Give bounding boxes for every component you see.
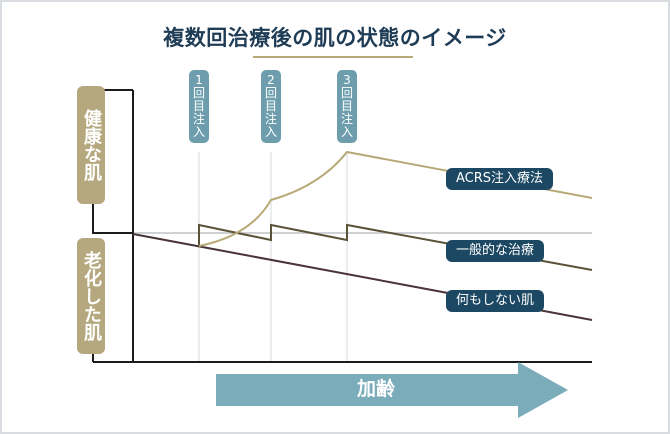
line-general-treatment xyxy=(198,223,593,271)
legend-acrs: ACRS注入療法 xyxy=(446,168,554,190)
aging-arrow xyxy=(216,362,568,418)
injection-marker-3: 3 回 目 注 入 xyxy=(337,70,357,143)
title-underline xyxy=(253,56,413,58)
label-aged-skin: 老化した肌 xyxy=(77,238,105,354)
legend-no-treatment: 何もしない肌 xyxy=(446,290,545,312)
label-healthy-skin: 健康な肌 xyxy=(77,86,105,204)
y-bracket-mid xyxy=(92,203,133,234)
injection-marker-2: 2 回 目 注 入 xyxy=(261,70,281,143)
aging-label: 加齢 xyxy=(356,378,395,400)
line-acrs-treatment xyxy=(198,150,593,247)
injection-marker-1: 1 回 目 注 入 xyxy=(189,70,209,143)
legend-general: 一般的な治療 xyxy=(446,240,545,262)
diagram-title: 複数回治療後の肌の状態のイメージ xyxy=(163,26,507,50)
